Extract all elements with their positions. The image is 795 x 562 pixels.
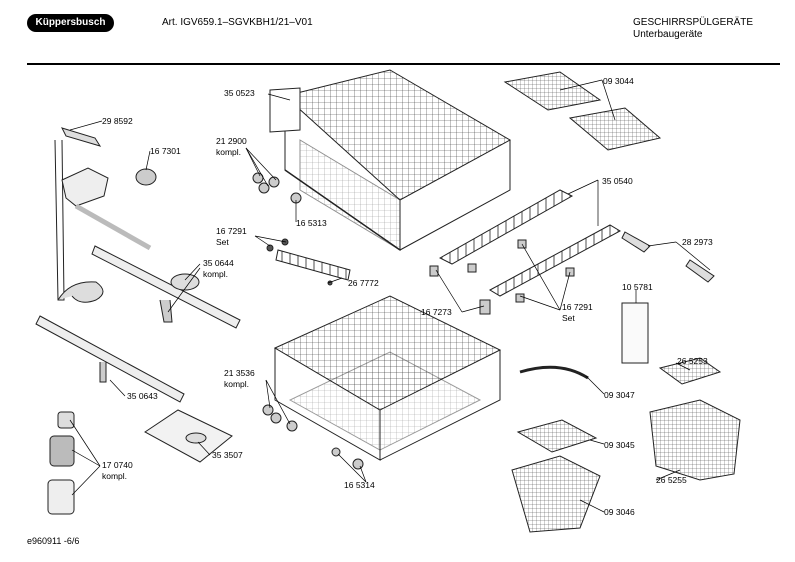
part-label: 16 5314	[344, 480, 375, 490]
part-label-suffix: kompl.	[216, 147, 242, 157]
upper-spray-arm	[91, 245, 241, 329]
part-label: 09 3047	[604, 390, 635, 400]
header-divider	[27, 63, 780, 65]
leader-lines	[69, 79, 711, 513]
part-label: 26 5253	[677, 356, 708, 366]
plate-racks	[429, 189, 622, 315]
part-label: 16 7273	[421, 307, 452, 317]
cutlery-trays	[503, 71, 662, 151]
drawing-code: e960911 -6/6	[27, 536, 80, 546]
subcategory-title: Unterbaugeräte	[633, 29, 703, 40]
part-label: 35 0644	[203, 258, 234, 268]
article-number: Art. IGV659.1–SGVKBH1/21–V01	[162, 17, 313, 28]
part-label: 29 8592	[102, 116, 133, 126]
brand-logo: Küppersbusch	[27, 14, 114, 32]
rack-clips	[621, 231, 715, 283]
part-label: 09 3046	[604, 507, 635, 517]
part-label-suffix: kompl.	[224, 379, 250, 389]
lower-basket	[273, 295, 502, 461]
part-label-suffix: Set	[216, 237, 229, 247]
part-label-suffix: kompl.	[102, 471, 128, 481]
category-title: GESCHIRRSPÜLGERÄTE	[633, 17, 754, 28]
part-label: 16 7291	[216, 226, 247, 236]
part-label: 09 3044	[603, 76, 634, 86]
part-label: 35 0523	[224, 88, 255, 98]
part-label: 35 0643	[127, 391, 158, 401]
upper-basket	[269, 69, 512, 251]
part-label: 17 0740	[102, 460, 133, 470]
part-label-suffix: Set	[562, 313, 575, 323]
upper-basket-rollers	[252, 172, 302, 204]
part-label-suffix: kompl.	[203, 269, 229, 279]
part-label: 26 7772	[348, 278, 379, 288]
part-label: 35 0540	[602, 176, 633, 186]
part-label: 28 2973	[682, 237, 713, 247]
cup-rack-upper	[266, 238, 351, 286]
strainer-cap	[135, 168, 157, 186]
sump-cover-plate	[144, 409, 233, 463]
part-label: 21 3536	[224, 368, 255, 378]
cutlery-basket	[511, 302, 741, 533]
filter-assembly	[47, 411, 75, 515]
part-label: 26 5255	[656, 475, 687, 485]
spray-supply-pipe	[54, 127, 152, 303]
part-label: 10 5781	[622, 282, 653, 292]
part-label: 16 7301	[150, 146, 181, 156]
part-label: 21 2900	[216, 136, 247, 146]
part-label: 16 5313	[296, 218, 327, 228]
part-label: 09 3045	[604, 440, 635, 450]
part-label: 35 3507	[212, 450, 243, 460]
lower-spray-arm	[35, 315, 185, 403]
part-label: 16 7291	[562, 302, 593, 312]
